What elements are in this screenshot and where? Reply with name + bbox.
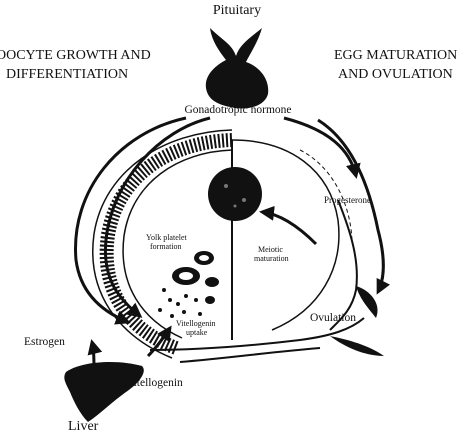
label-vitellogenin: Vitellogenin: [126, 377, 183, 389]
germinal-vesicle-icon: [208, 167, 262, 221]
label-ovulation: Ovulation: [310, 312, 356, 324]
pituitary-gland-icon: [205, 28, 269, 109]
label-progesterone: Progesterone: [324, 195, 371, 205]
label-vitellogenin-uptake-line2: uptake: [186, 328, 208, 337]
heading-oocyte-line1: OOCYTE GROWTH AND: [0, 48, 151, 63]
label-yolk-line1: Yolk platelet: [146, 233, 188, 242]
label-gonadotropic-hormone: Gonadotropic hormone: [185, 104, 292, 116]
follicle-ring-right: [231, 139, 358, 331]
label-yolk-line2: formation: [150, 242, 182, 251]
arrows: [74, 116, 391, 375]
label-meiotic-line2: maturation: [254, 254, 289, 263]
liver-icon: [64, 362, 144, 422]
label-estrogen: Estrogen: [24, 336, 65, 348]
follicle-cells: [149, 317, 365, 363]
ovulating-cells: [330, 286, 384, 356]
heading-oocyte-line2: DIFFERENTIATION: [6, 67, 128, 82]
label-vitellogenin-uptake-line1: Vitellogenin: [176, 319, 216, 328]
label-liver: Liver: [68, 419, 99, 434]
heading-egg-line1: EGG MATURATION: [334, 48, 457, 63]
yolk-platelets-icon: [158, 251, 219, 318]
heading-egg-line2: AND OVULATION: [338, 67, 453, 82]
label-pituitary: Pituitary: [213, 3, 261, 18]
label-meiotic-line1: Meiotic: [258, 245, 283, 254]
